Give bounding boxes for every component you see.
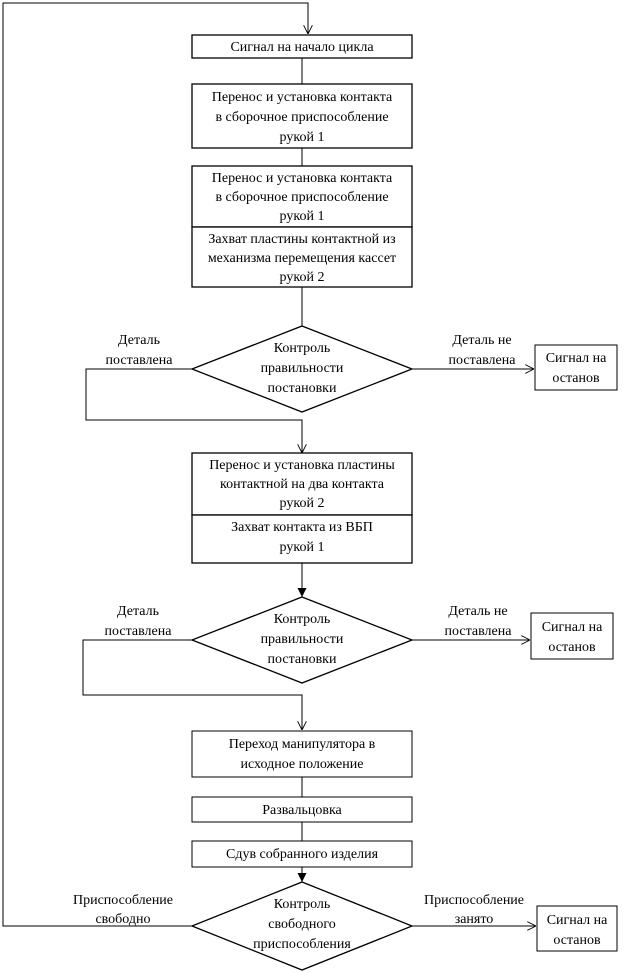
step1-line-2: в сборочное приспособление [215,110,388,125]
check2-yes-line-2: поставлена [105,624,173,639]
check1-yes-line-1: Деталь [118,333,160,348]
check2-line-2: правильности [261,632,344,647]
step2-line-1: Перенос и установка контакта [212,171,393,186]
step2-line-3: рукой 1 [280,209,325,224]
check2-diamond: Контроль правильности постановки [190,596,414,684]
check1-diamond: Контроль правильности постановки [190,325,414,413]
step5-line-1: Захват контакта из ВБП [231,520,373,535]
stop2-line-2: останов [548,640,596,655]
step3-line-1: Захват пластины контактной из [208,232,396,247]
step6-line-1: Переход манипулятора в [229,737,376,752]
step5-box: Захват контакта из ВБП рукой 1 [191,514,413,564]
step7-label: Развальцовка [262,803,342,818]
stop3-line-2: останов [553,933,601,948]
check3-no-line-2: занято [455,912,494,927]
check2-no-label: Деталь не поставлена [445,604,513,639]
stop3-box: Сигнал на останов [536,905,618,952]
check1-yes-label: Деталь поставлена [106,333,174,368]
stop3-line-1: Сигнал на [547,913,608,928]
check3-diamond: Контроль свободного приспособления [190,881,414,971]
step8-label: Сдув собранного изделия [226,847,379,862]
stop2-line-1: Сигнал на [542,620,603,635]
start-box: Сигнал на начало цикла [191,34,413,59]
check1-no-line-1: Деталь не [452,333,511,348]
step4-line-3: рукой 2 [280,496,325,511]
check1-no-line-2: поставлена [449,353,517,368]
stop1-box: Сигнал на останов [534,344,618,391]
check3-no-label: Приспособление занято [424,893,524,927]
check2-no-line-1: Деталь не [448,604,507,619]
check2-line-1: Контроль [274,612,331,627]
step2-box: Перенос и установка контакта в сборочное… [191,165,413,228]
step1-line-1: Перенос и установка контакта [212,90,393,105]
check1-line-2: правильности [261,361,344,376]
step3-line-3: рукой 2 [280,270,325,285]
check3-line-2: свободного [268,917,335,932]
step3-box: Захват пластины контактной из механизма … [191,226,413,288]
check3-yes-line-2: свободно [95,912,150,927]
check3-yes-label: Приспособление свободно [73,893,173,927]
stop1-line-1: Сигнал на [546,351,607,366]
arrow-check1-step4 [85,368,302,453]
step8-box: Сдув собранного изделия [191,840,413,868]
arrow-check2-step6 [82,639,302,730]
step6-line-2: исходное положение [241,757,364,772]
step2-line-2: в сборочное приспособление [215,190,388,205]
stop2-box: Сигнал на останов [530,612,614,660]
step4-line-1: Перенос и установка пластины [209,458,395,473]
step6-box: Переход манипулятора в исходное положени… [191,730,413,778]
step5-line-2: рукой 1 [280,540,325,555]
check3-yes-line-1: Приспособление [73,893,173,908]
step7-box: Развальцовка [191,796,413,823]
step4-box: Перенос и установка пластины контактной … [191,452,413,516]
check1-line-1: Контроль [274,341,331,356]
step1-box: Перенос и установка контакта в сборочное… [191,83,413,149]
check3-line-1: Контроль [274,897,331,912]
start-label: Сигнал на начало цикла [230,40,374,55]
check3-line-3: приспособления [253,937,351,952]
check2-yes-line-1: Деталь [117,604,159,619]
check2-yes-label: Деталь поставлена [105,604,173,639]
connectors [2,2,536,927]
check1-line-3: постановки [268,381,337,396]
check1-yes-line-2: поставлена [106,353,174,368]
loop-back-line [2,2,308,927]
check2-line-3: постановки [268,652,337,667]
check3-no-line-1: Приспособление [424,893,524,908]
check1-no-label: Деталь не поставлена [449,333,517,368]
step4-line-2: контактной на два контакта [220,477,385,492]
step1-line-3: рукой 1 [280,130,325,145]
check2-no-line-2: поставлена [445,624,513,639]
stop1-line-2: останов [552,371,600,386]
step3-line-2: механизма перемещения кассет [208,251,396,266]
